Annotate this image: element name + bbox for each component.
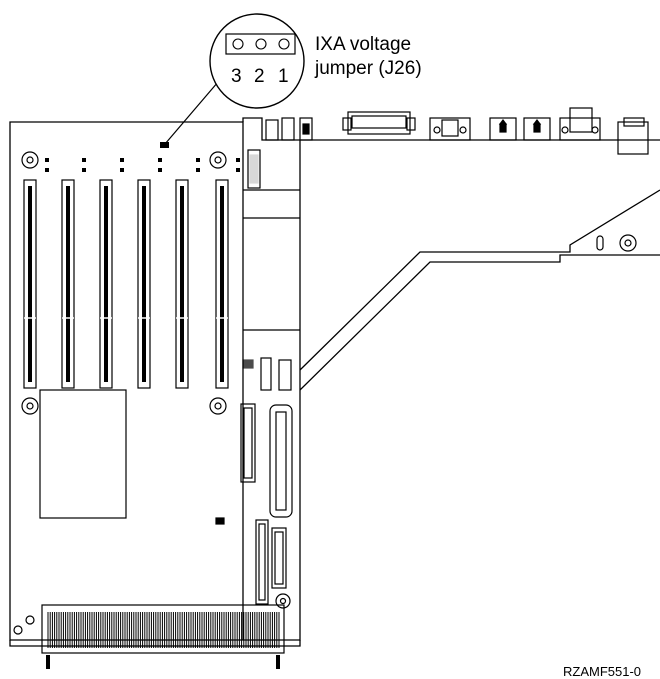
rear-io-connectors — [265, 107, 649, 155]
jumper-callout: 3 2 1 IXA voltage jumper (J26) — [164, 13, 422, 145]
scsi-connector — [269, 404, 293, 518]
mounting-hole — [275, 593, 291, 609]
usb-port — [489, 117, 517, 141]
bottom-edge-connector — [41, 604, 285, 669]
pci-slot — [175, 179, 189, 389]
pci-slot — [137, 179, 151, 389]
slot-hole — [596, 235, 604, 251]
connector-pins — [47, 612, 280, 648]
mounting-hole — [21, 397, 39, 415]
figure-id: RZAMF551-0 — [563, 664, 641, 679]
mounting-hole — [13, 625, 23, 635]
pci-slot — [23, 179, 37, 389]
callout-title-line2: jumper (J26) — [314, 58, 422, 79]
scsi-connector — [271, 527, 287, 589]
io-port — [281, 117, 295, 141]
mounting-hole — [209, 151, 227, 169]
scsi-connectors — [240, 403, 293, 605]
pin-label-2: 2 — [254, 66, 265, 87]
pci-slots — [23, 179, 229, 389]
board-chip — [215, 517, 225, 525]
mounting-hole — [21, 151, 39, 169]
jumper-pin-2 — [255, 38, 267, 50]
pci-slot — [99, 179, 113, 389]
ethernet-port — [617, 117, 649, 155]
callout-circle — [209, 13, 305, 109]
jumper-pin-3 — [232, 38, 244, 50]
jumper-pin-1 — [278, 38, 290, 50]
pin-label-3: 3 — [231, 66, 242, 87]
small-connector — [260, 357, 272, 391]
pci-slot — [61, 179, 75, 389]
io-port — [299, 117, 313, 141]
mounting-hole — [25, 615, 35, 625]
board-outline — [9, 117, 660, 647]
scsi-connector — [240, 403, 256, 483]
pin-label-1: 1 — [278, 66, 289, 87]
center-column — [242, 149, 300, 391]
jumper-block — [242, 359, 254, 369]
io-port — [265, 119, 279, 141]
riser-connector — [247, 149, 261, 189]
usb-port — [523, 117, 551, 141]
mounting-holes — [13, 151, 637, 635]
small-connector — [278, 359, 292, 391]
parallel-port — [342, 111, 416, 135]
callout-leader-line — [164, 81, 219, 145]
j26-jumper-location — [160, 142, 169, 148]
mounting-hole — [209, 397, 227, 415]
processor-area — [39, 389, 225, 525]
callout-title-line1: IXA voltage — [315, 34, 411, 55]
video-port — [559, 107, 601, 141]
jumper-block-magnified — [225, 33, 296, 55]
serial-port — [429, 117, 471, 141]
scsi-connector — [255, 519, 269, 605]
pci-slot — [215, 179, 229, 389]
mounting-hole — [619, 234, 637, 252]
processor-module — [39, 389, 127, 519]
small-components — [45, 158, 240, 172]
